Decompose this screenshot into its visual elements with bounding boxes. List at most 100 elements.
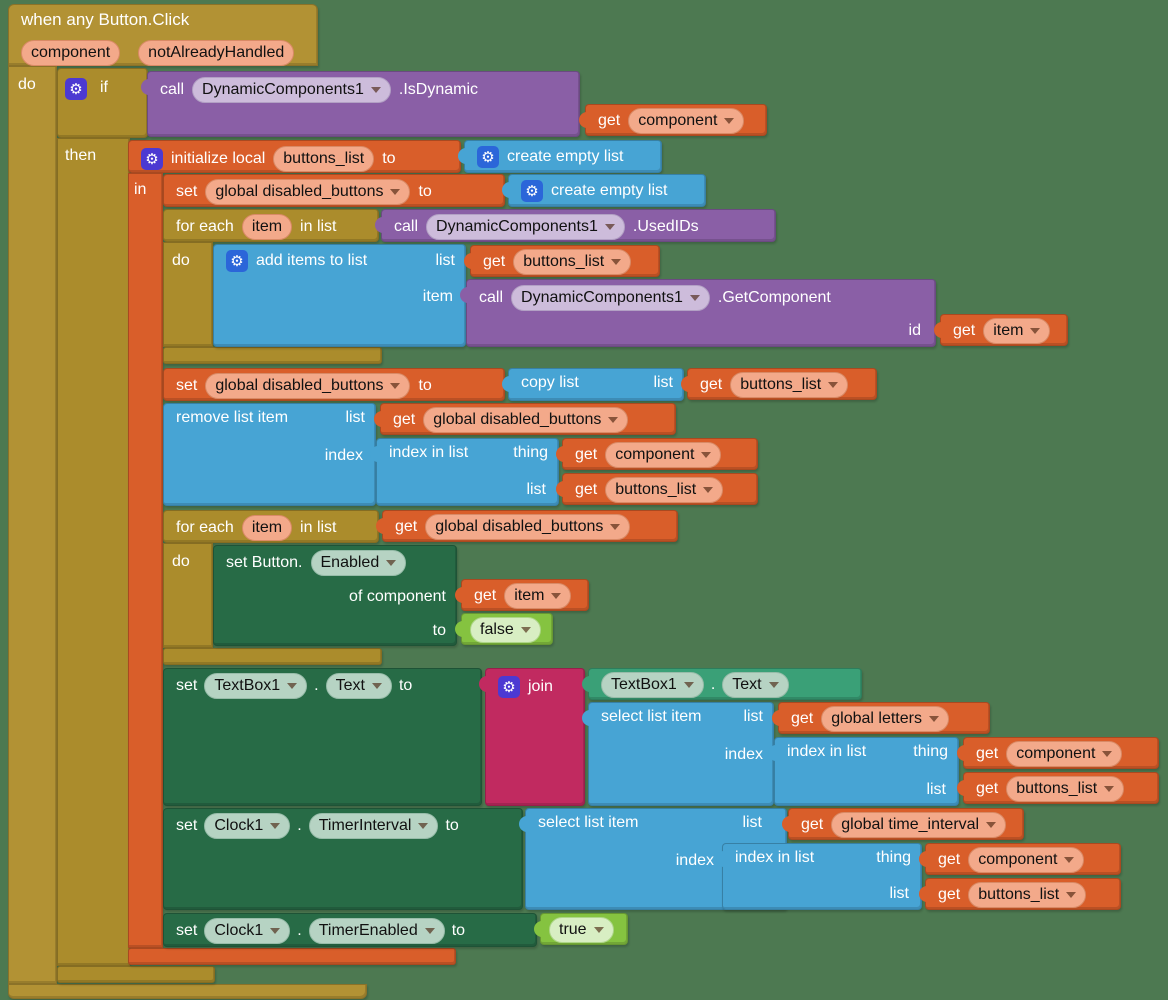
get-buttons-list-block[interactable]: get buttons_list: [919, 878, 1121, 910]
variable-dropdown[interactable]: item: [983, 318, 1051, 344]
set-global-disabled-buttons-block[interactable]: set global disabled_buttons to: [163, 368, 505, 401]
get-buttons-list-block[interactable]: get buttons_list: [957, 772, 1159, 804]
get-global-time-interval-block[interactable]: get global time_interval: [782, 808, 1024, 840]
if-block-then-spine[interactable]: [57, 138, 130, 966]
property-dropdown[interactable]: Enabled: [310, 550, 407, 576]
select-list-item-block[interactable]: select list item list index: [582, 702, 774, 806]
get-global-letters-block[interactable]: get global letters: [772, 702, 990, 734]
for-each-left-spine[interactable]: [163, 543, 213, 648]
logic-true-block[interactable]: true: [534, 913, 628, 945]
param-chip-component[interactable]: component: [21, 40, 121, 66]
component-dropdown[interactable]: DynamicComponents1: [192, 77, 391, 103]
get-component-block[interactable]: get component: [919, 843, 1121, 875]
component-dropdown[interactable]: Clock1: [204, 813, 291, 839]
variable-dropdown[interactable]: global disabled_buttons: [423, 407, 629, 433]
set-clock-timerenabled-block[interactable]: set Clock1 . TimerEnabled to: [163, 913, 537, 947]
index-in-list-block[interactable]: index in list thing list: [768, 737, 959, 806]
mutator-gear-icon[interactable]: ⚙: [498, 676, 520, 698]
get-buttons-list-block[interactable]: get buttons_list: [464, 245, 660, 277]
remove-list-item-block[interactable]: remove list item list index: [163, 403, 376, 506]
property-dropdown[interactable]: TimerInterval: [308, 813, 439, 839]
property-dropdown[interactable]: Text: [325, 673, 392, 699]
add-items-to-list-block[interactable]: ⚙ add items to list list item: [213, 244, 466, 347]
variable-dropdown[interactable]: component: [628, 108, 745, 134]
initialize-local-left-spine[interactable]: [128, 173, 163, 948]
index-in-list-block[interactable]: index in list thing list: [370, 438, 559, 506]
if-block-bottom-bar[interactable]: [57, 966, 215, 983]
get-component-block[interactable]: get component: [579, 104, 767, 136]
mutator-gear-icon[interactable]: ⚙: [521, 180, 543, 202]
get-global-disabled-buttons-block[interactable]: get global disabled_buttons: [376, 510, 678, 542]
mutator-gear-icon[interactable]: ⚙: [477, 146, 499, 168]
component-dropdown[interactable]: DynamicComponents1: [426, 214, 625, 240]
call-getcomponent-block[interactable]: call DynamicComponents1 .GetComponent id: [460, 279, 936, 347]
logic-false-block[interactable]: false: [455, 613, 553, 645]
component-dropdown[interactable]: Clock1: [204, 918, 291, 944]
when-block-bottom-bar[interactable]: [8, 984, 367, 999]
logic-dropdown[interactable]: false: [470, 617, 541, 643]
get-global-disabled-buttons-block[interactable]: get global disabled_buttons: [374, 403, 676, 435]
initialize-local-block[interactable]: ⚙ initialize local buttons_list to: [128, 140, 461, 173]
mutator-gear-icon[interactable]: ⚙: [65, 78, 87, 100]
index-in-list-block[interactable]: index in list thing list: [716, 843, 922, 910]
variable-dropdown[interactable]: buttons_list: [513, 249, 632, 275]
variable-dropdown[interactable]: global disabled_buttons: [205, 373, 411, 399]
mutator-gear-icon[interactable]: ⚙: [141, 148, 163, 170]
get-item-block[interactable]: get item: [455, 579, 589, 611]
for-each-block[interactable]: for each item in list: [163, 209, 379, 242]
for-each-bottom-bar[interactable]: [163, 347, 382, 364]
initialize-local-bottom-bar[interactable]: [128, 948, 456, 965]
variable-dropdown[interactable]: buttons_list: [1006, 776, 1125, 802]
loop-var-chip[interactable]: item: [241, 515, 293, 541]
get-item-block[interactable]: get item: [934, 314, 1068, 346]
dropdown-caret-icon: [604, 224, 615, 230]
get-buttons-list-block[interactable]: get buttons_list: [556, 473, 758, 505]
loop-var-chip[interactable]: item: [241, 214, 293, 240]
for-each-block[interactable]: for each item in list: [163, 510, 379, 543]
call-isdynamic-block[interactable]: call DynamicComponents1 .IsDynamic: [141, 71, 580, 137]
variable-dropdown[interactable]: buttons_list: [968, 882, 1087, 908]
call-usedids-block[interactable]: call DynamicComponents1 .UsedIDs: [375, 209, 776, 242]
variable-dropdown[interactable]: global disabled_buttons: [205, 179, 411, 205]
create-empty-list-block[interactable]: ⚙ create empty list: [458, 140, 662, 173]
dropdown-value: true: [559, 921, 587, 938]
param-chip-notalreadyhandled[interactable]: notAlreadyHandled: [138, 40, 295, 66]
variable-dropdown[interactable]: global letters: [821, 706, 949, 732]
component-dropdown[interactable]: TextBox1: [601, 672, 704, 698]
when-block-left-spine[interactable]: [8, 66, 57, 984]
set-textbox-text-block[interactable]: set TextBox1 . Text to: [163, 668, 482, 806]
property-dropdown[interactable]: TimerEnabled: [308, 918, 445, 944]
set-button-enabled-block[interactable]: set Button. Enabled of component to: [213, 545, 457, 646]
for-each-left-spine[interactable]: [163, 242, 213, 347]
variable-dropdown[interactable]: component: [968, 847, 1085, 873]
property-dropdown[interactable]: Text: [722, 672, 789, 698]
create-empty-list-block[interactable]: ⚙ create empty list: [502, 174, 706, 207]
for-each-label: for each: [176, 519, 234, 536]
variable-dropdown[interactable]: global time_interval: [831, 812, 1007, 838]
select-list-item-label: select list item: [601, 708, 702, 725]
variable-dropdown[interactable]: component: [1006, 741, 1123, 767]
variable-dropdown[interactable]: component: [605, 442, 722, 468]
to-label: to: [398, 677, 413, 694]
variable-dropdown[interactable]: buttons_list: [605, 477, 724, 503]
set-clock-timerinterval-block[interactable]: set Clock1 . TimerInterval to: [163, 808, 523, 910]
mutator-gear-icon[interactable]: ⚙: [226, 250, 248, 272]
get-buttons-list-block[interactable]: get buttons_list: [681, 368, 877, 400]
textbox-text-getter-block[interactable]: TextBox1 . Text: [582, 668, 862, 700]
when-any-button-click-block[interactable]: when any Button.Click component notAlrea…: [8, 4, 318, 66]
get-component-block[interactable]: get component: [556, 438, 758, 470]
join-block[interactable]: ⚙ join: [479, 668, 585, 806]
component-dropdown[interactable]: TextBox1: [204, 673, 308, 699]
get-label: get: [938, 886, 961, 903]
variable-dropdown[interactable]: item: [504, 583, 572, 609]
copy-list-block[interactable]: copy list list: [502, 368, 684, 401]
logic-dropdown[interactable]: true: [549, 917, 614, 943]
get-component-block[interactable]: get component: [957, 737, 1159, 769]
component-dropdown[interactable]: DynamicComponents1: [511, 285, 710, 311]
local-var-name-chip[interactable]: buttons_list: [273, 146, 375, 172]
set-global-disabled-buttons-block[interactable]: set global disabled_buttons to: [163, 174, 505, 207]
variable-dropdown[interactable]: buttons_list: [730, 372, 849, 398]
for-each-label: for each: [176, 218, 234, 235]
variable-dropdown[interactable]: global disabled_buttons: [425, 514, 631, 540]
for-each-bottom-bar[interactable]: [163, 648, 382, 665]
